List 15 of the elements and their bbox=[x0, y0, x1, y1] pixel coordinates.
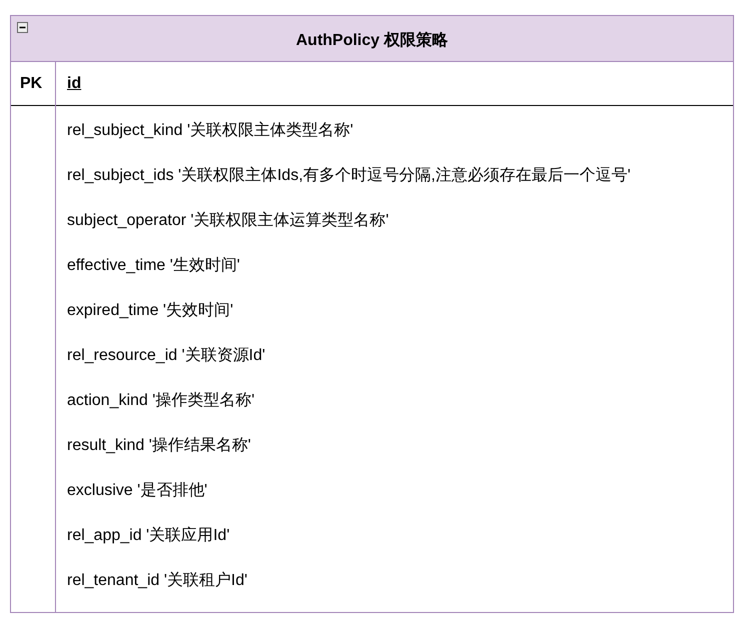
field-name: rel_tenant_id '关联租户Id' bbox=[67, 570, 248, 591]
field-name: rel_resource_id '关联资源Id' bbox=[67, 346, 266, 366]
field-name: rel_subject_kind '关联权限主体类型名称' bbox=[67, 120, 354, 141]
entity-table bbox=[10, 15, 734, 613]
field-name: result_kind '操作结果名称' bbox=[67, 436, 251, 456]
key-label: PK bbox=[20, 75, 42, 93]
field-name: expired_time '失效时间' bbox=[67, 300, 234, 321]
field-name: exclusive '是否排他' bbox=[67, 481, 208, 501]
field-name: effective_time '生效时间' bbox=[67, 256, 240, 276]
field-name: rel_subject_ids '关联权限主体Ids,有多个时逗号分隔,注意必须存在最后一个逗号' bbox=[67, 166, 631, 186]
table-title: AuthPolicy 权限策略 bbox=[294, 30, 449, 51]
field-name: subject_operator '关联权限主体运算类型名称' bbox=[67, 210, 389, 231]
field-name: rel_app_id '关联应用Id' bbox=[67, 526, 230, 546]
field-name: action_kind '操作类型名称' bbox=[67, 390, 254, 411]
key-field-name: id bbox=[67, 75, 82, 93]
